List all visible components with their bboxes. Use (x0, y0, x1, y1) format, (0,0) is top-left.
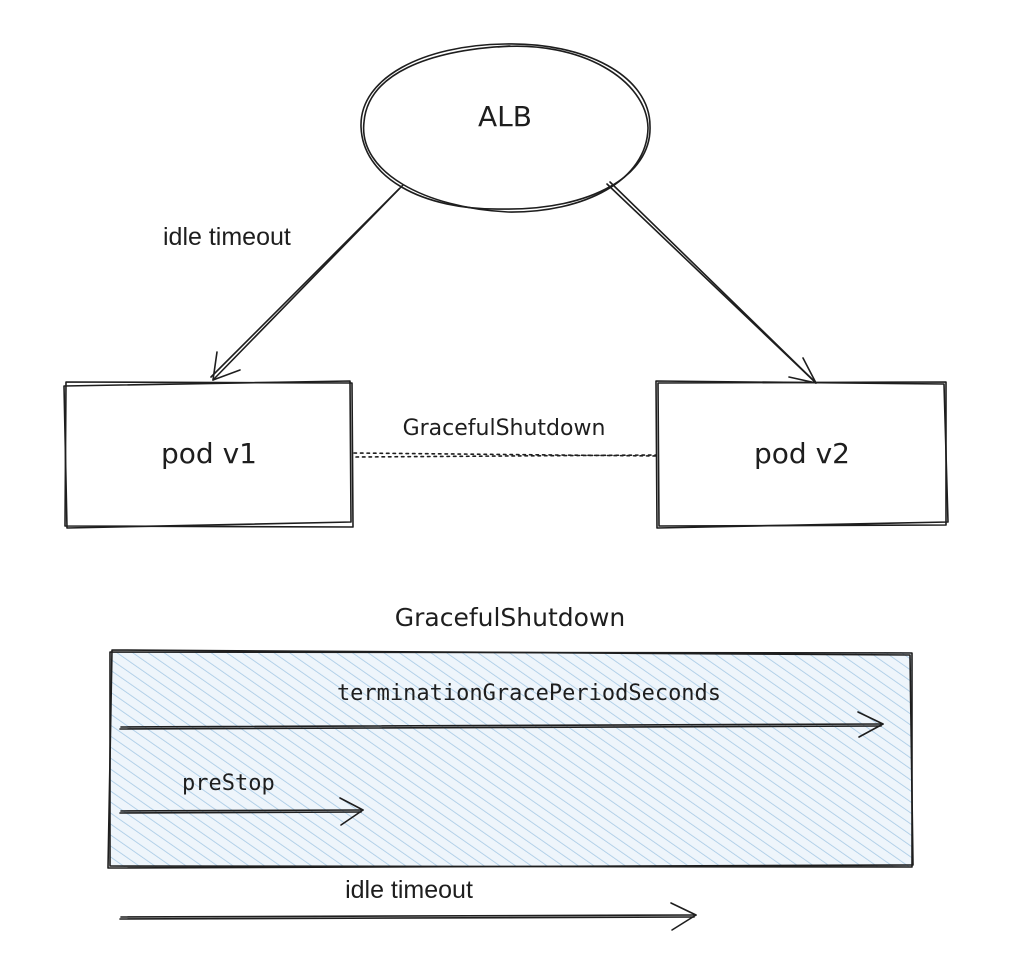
termination-grace-label: terminationGracePeriodSeconds (337, 681, 721, 706)
alb-outline-sketch (362, 45, 649, 213)
pod-v2-node[interactable]: pod v2 (655, 380, 949, 529)
idle-timeout-arrow (119, 902, 697, 931)
arrow-alb-to-pod-v2 (606, 181, 817, 384)
pod-v1-node[interactable]: pod v1 (63, 380, 354, 529)
idle-timeout-edge-label: idle timeout (163, 223, 291, 251)
graceful-shutdown-connector (353, 452, 659, 458)
pod-v2-label: pod v2 (754, 437, 850, 470)
graceful-shutdown-edge-label: GracefulShutdown (403, 416, 606, 441)
graceful-shutdown-window (107, 649, 914, 869)
timeline-title: GracefulShutdown (395, 603, 626, 632)
termination-grace-arrow (119, 711, 884, 738)
alb-node[interactable]: ALB (360, 43, 651, 213)
prestop-label: preStop (182, 771, 275, 796)
pod-v1-label: pod v1 (161, 437, 257, 470)
idle-timeout-timeline-label: idle timeout (345, 876, 473, 904)
prestop-arrow (119, 797, 364, 826)
alb-outline (360, 43, 651, 210)
alb-label: ALB (478, 100, 532, 133)
arrow-alb-to-pod-v1 (210, 184, 404, 381)
